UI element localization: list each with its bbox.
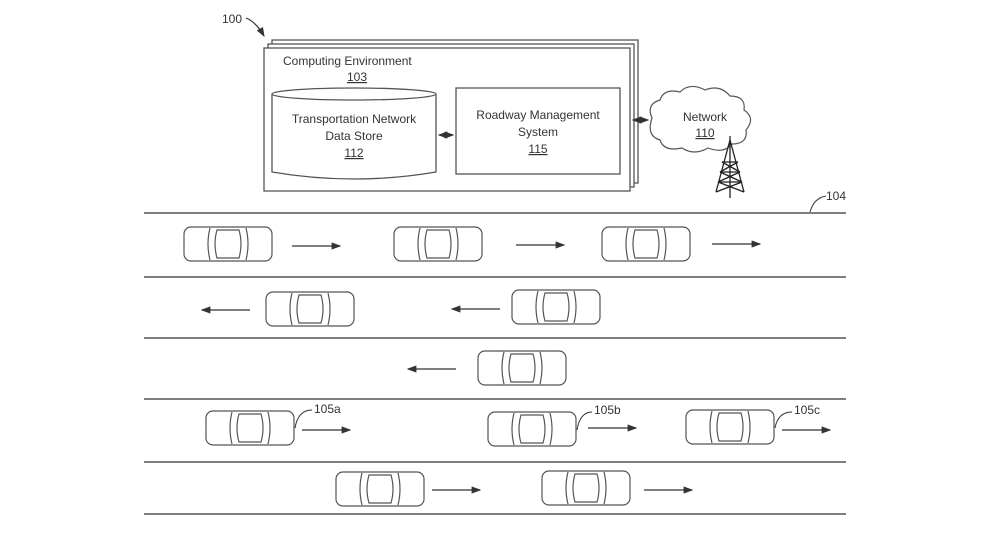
- data-store-ref: 112: [344, 146, 363, 160]
- data-store-label-1: Transportation Network: [292, 112, 417, 126]
- vehicle-105c-leader: [774, 411, 793, 429]
- vehicle-105b-leader: [576, 411, 593, 431]
- vehicle-105c-icon: [685, 409, 775, 445]
- network-ref: 110: [695, 126, 714, 140]
- data-store-label-2: Data Store: [325, 129, 383, 143]
- vehicle-icon: [183, 226, 273, 262]
- roadway-system-ref: 115: [528, 142, 547, 156]
- roadway-system-label-2: System: [518, 125, 558, 139]
- figure-ref-arrow: [245, 17, 265, 38]
- vehicle-icon: [541, 470, 631, 506]
- roadway-system-label-1: Roadway Management: [476, 108, 600, 122]
- computing-environment-ref: 103: [347, 70, 367, 84]
- vehicle-105b-label: 105b: [594, 403, 621, 417]
- network-label: Network: [683, 110, 728, 124]
- vehicle-105a-label: 105a: [314, 402, 341, 416]
- figure-ref-label: 100: [222, 12, 242, 26]
- vehicle-icon: [335, 471, 425, 507]
- vehicle-icon: [393, 226, 483, 262]
- vehicle-105a-icon: [205, 410, 295, 446]
- roadway-ref-label: 104: [826, 189, 846, 203]
- vehicle-icon: [265, 291, 355, 327]
- vehicle-105a-leader: [294, 409, 313, 429]
- data-store-cylinder: [271, 87, 437, 180]
- roadway-management-system-box: [455, 87, 621, 175]
- computing-environment-label: Computing Environment: [283, 54, 412, 68]
- vehicle-icon: [511, 289, 601, 325]
- vehicle-icon: [601, 226, 691, 262]
- vehicle-105b-icon: [487, 411, 577, 447]
- roadway-ref-leader: [809, 195, 827, 213]
- cell-tower-icon: [715, 136, 745, 198]
- vehicle-105c-label: 105c: [794, 403, 820, 417]
- vehicle-icon: [477, 350, 567, 386]
- network-cloud-icon: [649, 85, 752, 153]
